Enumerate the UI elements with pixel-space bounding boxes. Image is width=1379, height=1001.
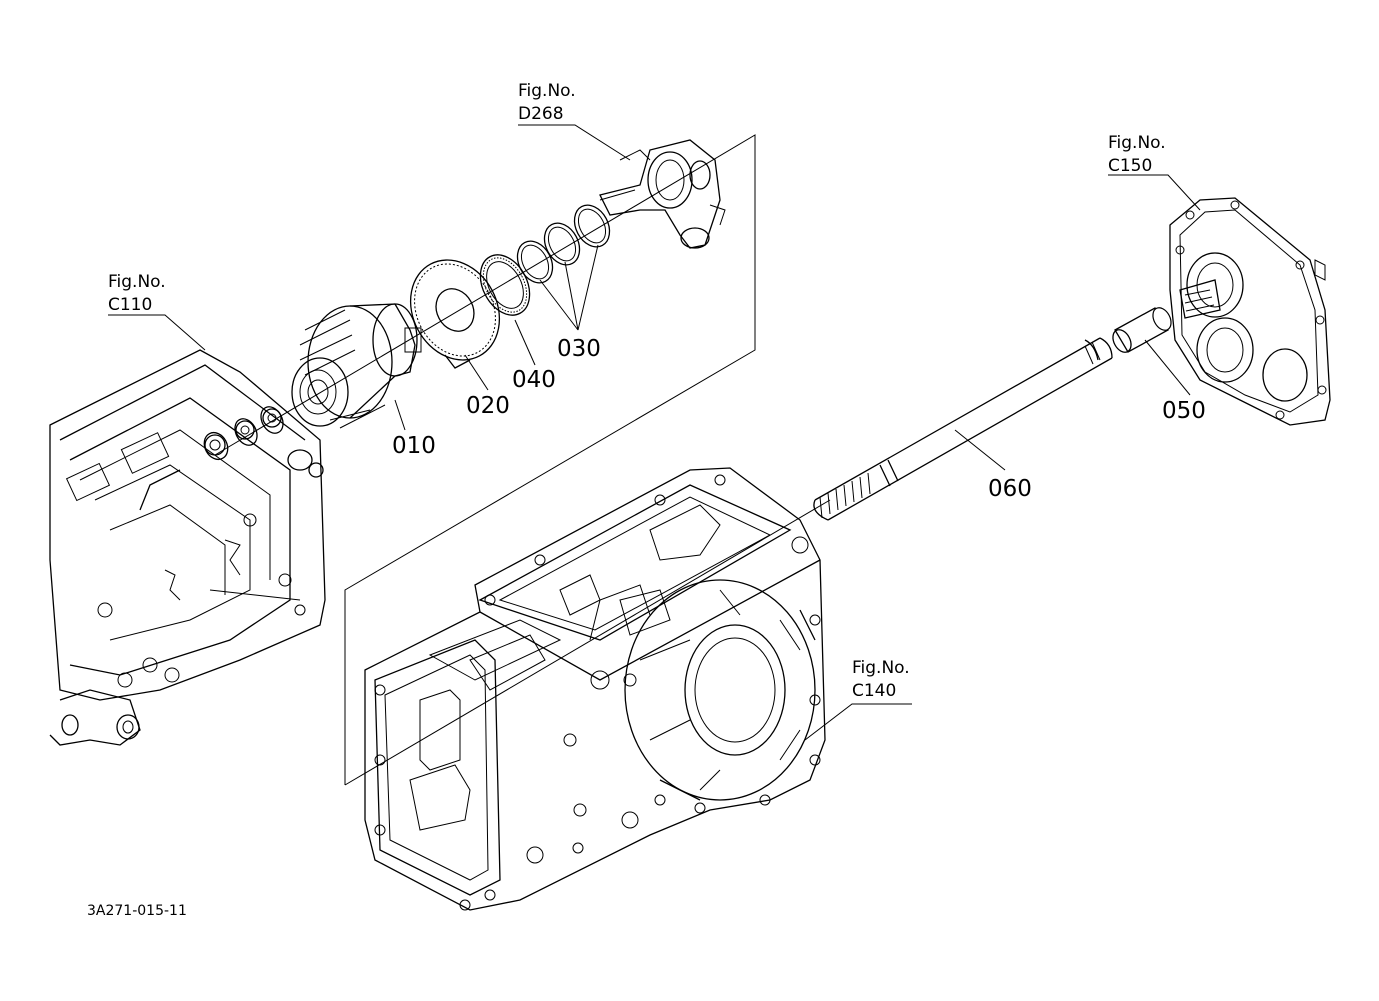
assembly-frame-lower	[344, 499, 831, 786]
part-number-050: 050	[1162, 398, 1206, 424]
assembly-frame-upper	[214, 134, 756, 785]
leader-lines	[108, 124, 1201, 741]
part-number-060: 060	[988, 476, 1032, 502]
part-060-drawing	[813, 337, 1113, 521]
fig-d268-number: D268	[518, 104, 564, 124]
fig-d268-label: Fig.No.	[518, 81, 576, 101]
housing-c140-drawing	[364, 467, 826, 911]
part-040-drawing	[479, 254, 531, 316]
part-010-drawing	[291, 303, 422, 429]
drawing-code: 3A271-015-11	[87, 903, 187, 919]
fig-c150-number: C150	[1108, 156, 1152, 176]
part-030-drawing	[203, 204, 611, 461]
bracket-d268-drawing	[599, 139, 726, 249]
fig-c150-label: Fig.No.	[1108, 133, 1166, 153]
part-number-030: 030	[557, 336, 601, 362]
part-020-drawing	[409, 259, 501, 369]
part-number-020: 020	[466, 393, 510, 419]
part-number-010: 010	[392, 433, 436, 459]
housing-c110-drawing	[49, 349, 326, 746]
fig-c140-number: C140	[852, 681, 896, 701]
part-050-drawing	[1112, 307, 1172, 353]
fig-c110-label: Fig.No.	[108, 272, 166, 292]
cover-c150-drawing	[1169, 197, 1331, 426]
fig-c140-label: Fig.No.	[852, 658, 910, 678]
fig-c110-number: C110	[108, 295, 152, 315]
part-number-040: 040	[512, 367, 556, 393]
